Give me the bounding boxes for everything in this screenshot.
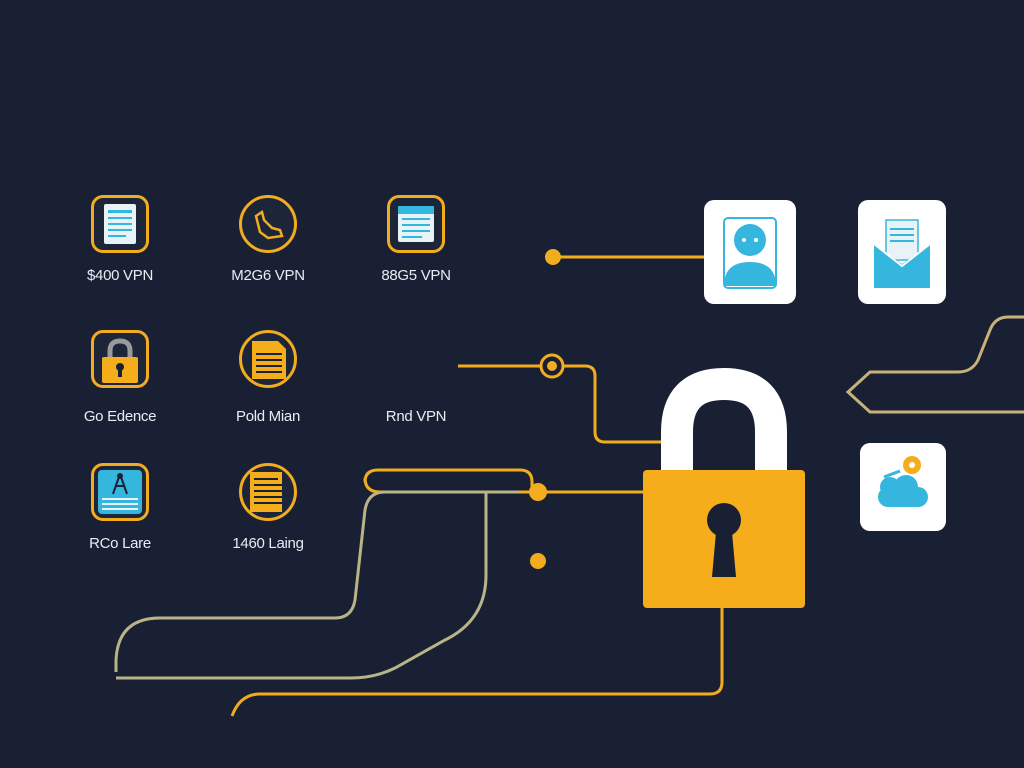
folder-files-icon — [239, 463, 297, 521]
padlock-icon — [91, 330, 149, 388]
arrow-line — [845, 315, 1024, 414]
grid-tile[interactable]: $400 VPN — [60, 195, 180, 284]
browser-window-icon — [387, 195, 445, 253]
tile-label: RCo Lare — [89, 535, 151, 552]
user-avatar-icon — [723, 217, 777, 289]
file-icon — [239, 330, 297, 388]
connector-line — [230, 608, 724, 717]
tile-label: $400 VPN — [87, 267, 153, 284]
grid-tile[interactable]: Pold Mian — [208, 330, 328, 425]
user-card[interactable] — [704, 200, 796, 304]
connector-line — [114, 490, 520, 672]
connector-line — [116, 492, 488, 680]
cloud-card[interactable] — [860, 443, 946, 531]
grid-tile[interactable]: Go Edence — [60, 330, 180, 425]
grid-tile[interactable]: 88G5 VPN — [356, 195, 476, 284]
tile-label: Go Edence — [83, 408, 157, 425]
grid-tile[interactable]: RCo Lare — [60, 463, 180, 552]
email-document-icon — [873, 219, 931, 288]
document-icon — [91, 195, 149, 253]
connector-node — [545, 249, 561, 265]
tile-label: Rnd VPN — [385, 408, 447, 425]
grid-tile[interactable]: Rnd VPN — [356, 330, 476, 425]
tile-spacer — [356, 330, 476, 388]
tile-label: M2G6 VPN — [231, 267, 305, 284]
connector-line — [363, 468, 538, 494]
tile-label: 1460 Laing — [232, 535, 304, 552]
tile-label: 88G5 VPN — [381, 267, 451, 284]
grid-tile[interactable]: M2G6 VPN — [208, 195, 328, 284]
email-card[interactable] — [858, 200, 946, 304]
cloud-icon — [878, 456, 928, 507]
tile-label: Pold Mian — [235, 408, 300, 425]
connector-node — [530, 553, 546, 569]
connector-line — [563, 364, 665, 444]
grid-tile[interactable]: 1460 Laing — [208, 463, 328, 552]
network-tower-icon — [91, 463, 149, 521]
connector-node — [547, 361, 557, 371]
padlock-icon — [643, 367, 805, 608]
route-icon — [239, 195, 297, 253]
